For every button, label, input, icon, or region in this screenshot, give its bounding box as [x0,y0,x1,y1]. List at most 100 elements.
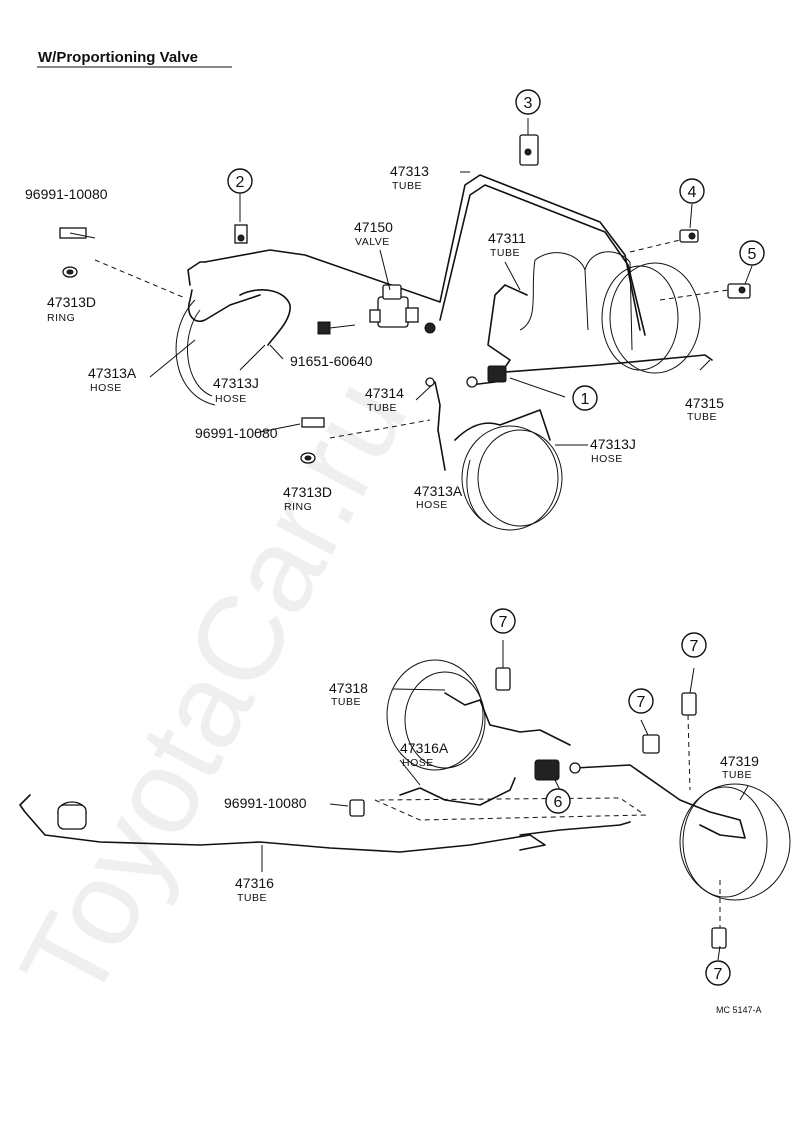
label-hose-j-left: HOSE [215,393,247,405]
label-47316a: 47316A [400,740,449,756]
hose-47313j-left [239,289,291,346]
ring-47313d-mid [300,452,316,464]
guide-line [94,259,186,299]
label-tube-47311: TUBE [490,247,520,259]
svg-text:5: 5 [748,246,757,263]
svg-text:7: 7 [690,638,699,655]
clip-5 [727,283,751,299]
label-hose-j-right: HOSE [591,453,623,465]
label-47315: 47315 [685,395,724,411]
label-47313: 47313 [390,163,429,179]
label-47313a-mid: 47313A [414,483,463,499]
label-tube-47314: TUBE [367,402,397,414]
label-96991-mid: 96991-10080 [195,425,278,441]
label-ring-mid: RING [284,501,312,513]
ring-47313d-top [62,266,78,278]
label-tube-47313: TUBE [392,180,422,192]
label-tube-47316: TUBE [237,892,267,904]
label-47150: 47150 [354,219,393,235]
clip-2 [234,224,248,244]
svg-text:6: 6 [554,794,563,811]
label-91651: 91651-60640 [290,353,373,369]
label-47311: 47311 [488,230,526,246]
tube-47315 [504,354,713,373]
junction-6 [534,759,581,781]
svg-text:3: 3 [524,95,533,112]
callout-7: 7 [490,608,516,634]
svg-text:7: 7 [499,614,508,631]
label-47313j-right: 47313J [590,436,636,452]
label-47313d-top: 47313D [47,294,96,310]
tube-47314 [434,381,441,431]
label-47319: 47319 [720,753,759,769]
callout-7: 7 [681,632,707,658]
clip-4 [679,229,699,243]
tube-47316-second [519,821,631,836]
hose-47313a-left [187,289,261,322]
label-47313d-mid: 47313D [283,484,332,500]
label-tube-47315: TUBE [687,411,717,423]
label-hose-47316a: HOSE [402,757,434,769]
label-hose-a-mid: HOSE [416,499,448,511]
leader [149,118,753,446]
label-96991-top: 96991-10080 [25,186,108,202]
rear-left-brake-drum [386,659,486,771]
rear-right-brake-drum [679,783,791,901]
svg-text:2: 2 [236,174,245,191]
proportioning-valve [369,284,436,334]
hose-47316a [399,777,516,806]
tube-47319 [574,764,746,839]
label-47316: 47316 [235,875,274,891]
front-left-brake-drum [175,299,216,406]
callout-4: 4 [679,178,705,204]
mid-brake-drum [461,425,563,531]
callout-1: 1 [572,385,598,411]
label-hose-a-left: HOSE [90,382,122,394]
clip-7 [711,927,727,949]
guide-line [329,419,431,439]
label-tube-47319: TUBE [722,769,752,781]
leader [261,640,749,961]
guide-line [374,797,647,821]
tube-47313 [204,174,641,331]
label-47318: 47318 [329,680,368,696]
svg-text:4: 4 [688,184,697,201]
label-47313a-left: 47313A [88,365,137,381]
clip-7 [495,667,511,691]
figure-code: MC 5147-A [716,1005,762,1015]
bolt-91651 [317,321,356,335]
svg-text:7: 7 [714,966,723,983]
clip-3 [519,134,539,166]
svg-text:7: 7 [637,694,646,711]
label-valve-47150: VALVE [355,236,390,248]
guide-line [687,714,691,791]
tube-47313-second [439,184,646,336]
svg-text:1: 1 [581,391,590,408]
clip-96991-low [349,799,365,817]
clip-96991-top [59,227,96,239]
callout-5: 5 [739,240,765,266]
label-96991-low: 96991-10080 [224,795,307,811]
label-tube-47318: TUBE [331,696,361,708]
brake-booster [519,251,701,374]
hose-47313a-mid [437,409,551,471]
callout-7: 7 [705,960,731,986]
clip-7 [642,734,660,754]
guide-line [629,239,681,253]
label-ring-top: RING [47,312,75,324]
clip-7 [681,692,697,716]
guide-line [659,289,729,301]
tee-fitting [57,801,87,830]
callout-6: 6 [545,788,571,814]
callout-3: 3 [515,89,541,115]
callout-2: 2 [227,168,253,194]
label-47313j-left: 47313J [213,375,259,391]
label-47314: 47314 [365,385,404,401]
tube-47316 [19,794,546,853]
clip-96991-mid [301,417,325,428]
junction-block [425,365,507,388]
tube-left-top [187,261,206,286]
callout-7: 7 [628,688,654,714]
tube-47318 [444,692,571,746]
